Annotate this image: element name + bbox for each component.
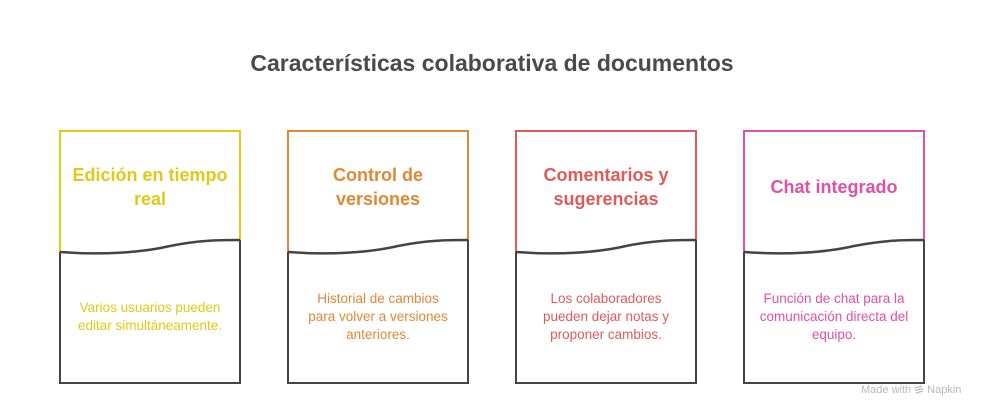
- card-description: Varios usuarios pueden editar simultánea…: [77, 300, 223, 333]
- made-with-label: Made with: [861, 384, 912, 396]
- card-frame: [59, 130, 241, 384]
- napkin-logo-icon: [914, 385, 924, 394]
- feature-card-realtime-editing: Edición en tiempo real Varios usuarios p…: [59, 130, 241, 384]
- diagram-title: Características colaborativa de document…: [250, 50, 734, 76]
- card-frame: [515, 130, 697, 384]
- card-description: Función de chat para la comunicación dir…: [759, 291, 909, 342]
- card-heading: Comentarios y sugerencias: [543, 165, 669, 209]
- feature-card-integrated-chat: Chat integrado Función de chat para la c…: [743, 130, 925, 384]
- card-frame: [743, 130, 925, 384]
- card-description: Historial de cambios para volver a versi…: [308, 291, 448, 342]
- made-with-napkin-badge[interactable]: Made with Napkin: [861, 384, 961, 396]
- card-heading: Edición en tiempo real: [72, 165, 228, 209]
- card-frame: [287, 130, 469, 384]
- feature-card-comments-suggestions: Comentarios y sugerencias Los colaborado…: [515, 130, 697, 384]
- card-heading: Chat integrado: [770, 177, 898, 197]
- napkin-brand-label: Napkin: [927, 384, 962, 396]
- card-description: Los colaboradores pueden dejar notas y p…: [542, 291, 670, 342]
- card-heading: Control de versiones: [333, 165, 423, 209]
- feature-card-version-control: Control de versiones Historial de cambio…: [287, 130, 469, 384]
